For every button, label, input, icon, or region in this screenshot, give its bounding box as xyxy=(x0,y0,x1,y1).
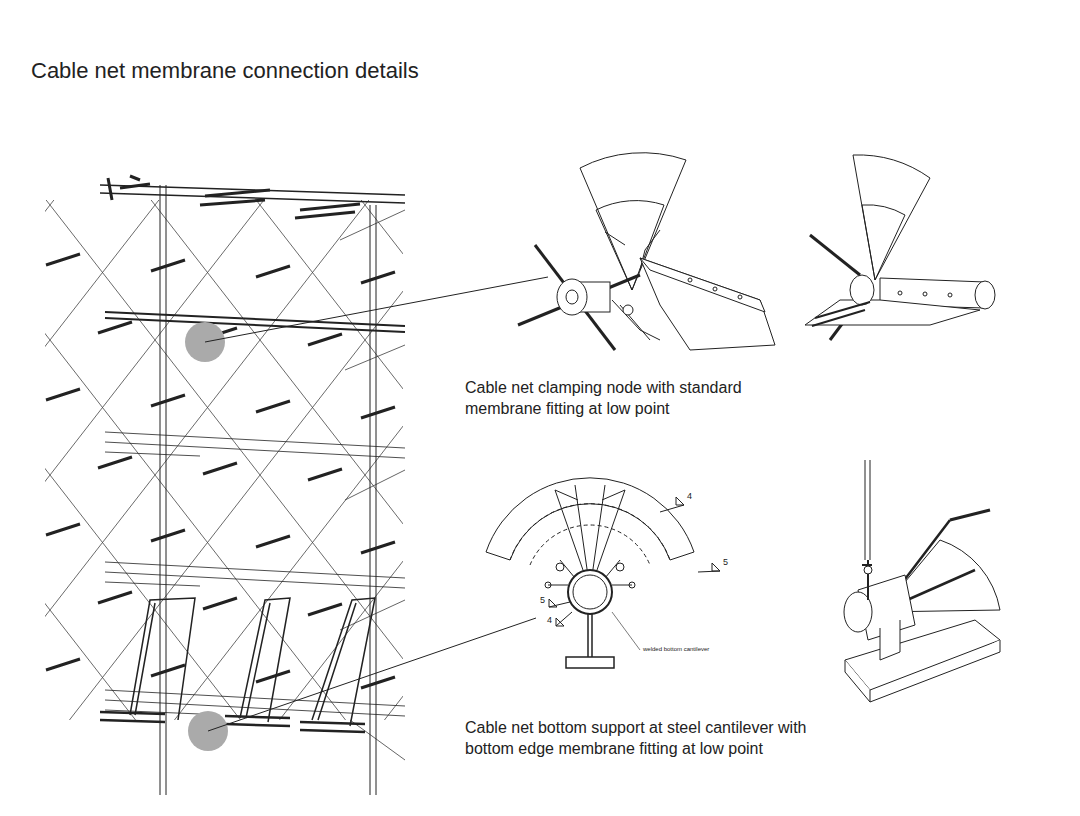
weld-size: welded bottom cantilever xyxy=(642,646,710,652)
title: Cable net membrane connection details xyxy=(31,57,631,86)
highlights xyxy=(185,277,548,751)
weld-size: 5 xyxy=(722,558,729,567)
bottom-support-section xyxy=(486,478,720,668)
clamping-node-detail-2 xyxy=(805,155,995,340)
weld-size: 4 xyxy=(686,492,693,501)
caption: Cable net bottom support at steel cantil… xyxy=(465,718,850,760)
weld-size: 5 xyxy=(539,596,546,605)
weld-size: 4 xyxy=(546,616,553,625)
clamping-node-detail xyxy=(518,153,775,350)
clamping-rod xyxy=(46,254,395,688)
facade xyxy=(45,176,405,795)
caption: Cable net clamping node with standard me… xyxy=(465,378,820,420)
clamping-rods xyxy=(46,254,395,688)
bottom-support-iso xyxy=(844,460,1000,702)
